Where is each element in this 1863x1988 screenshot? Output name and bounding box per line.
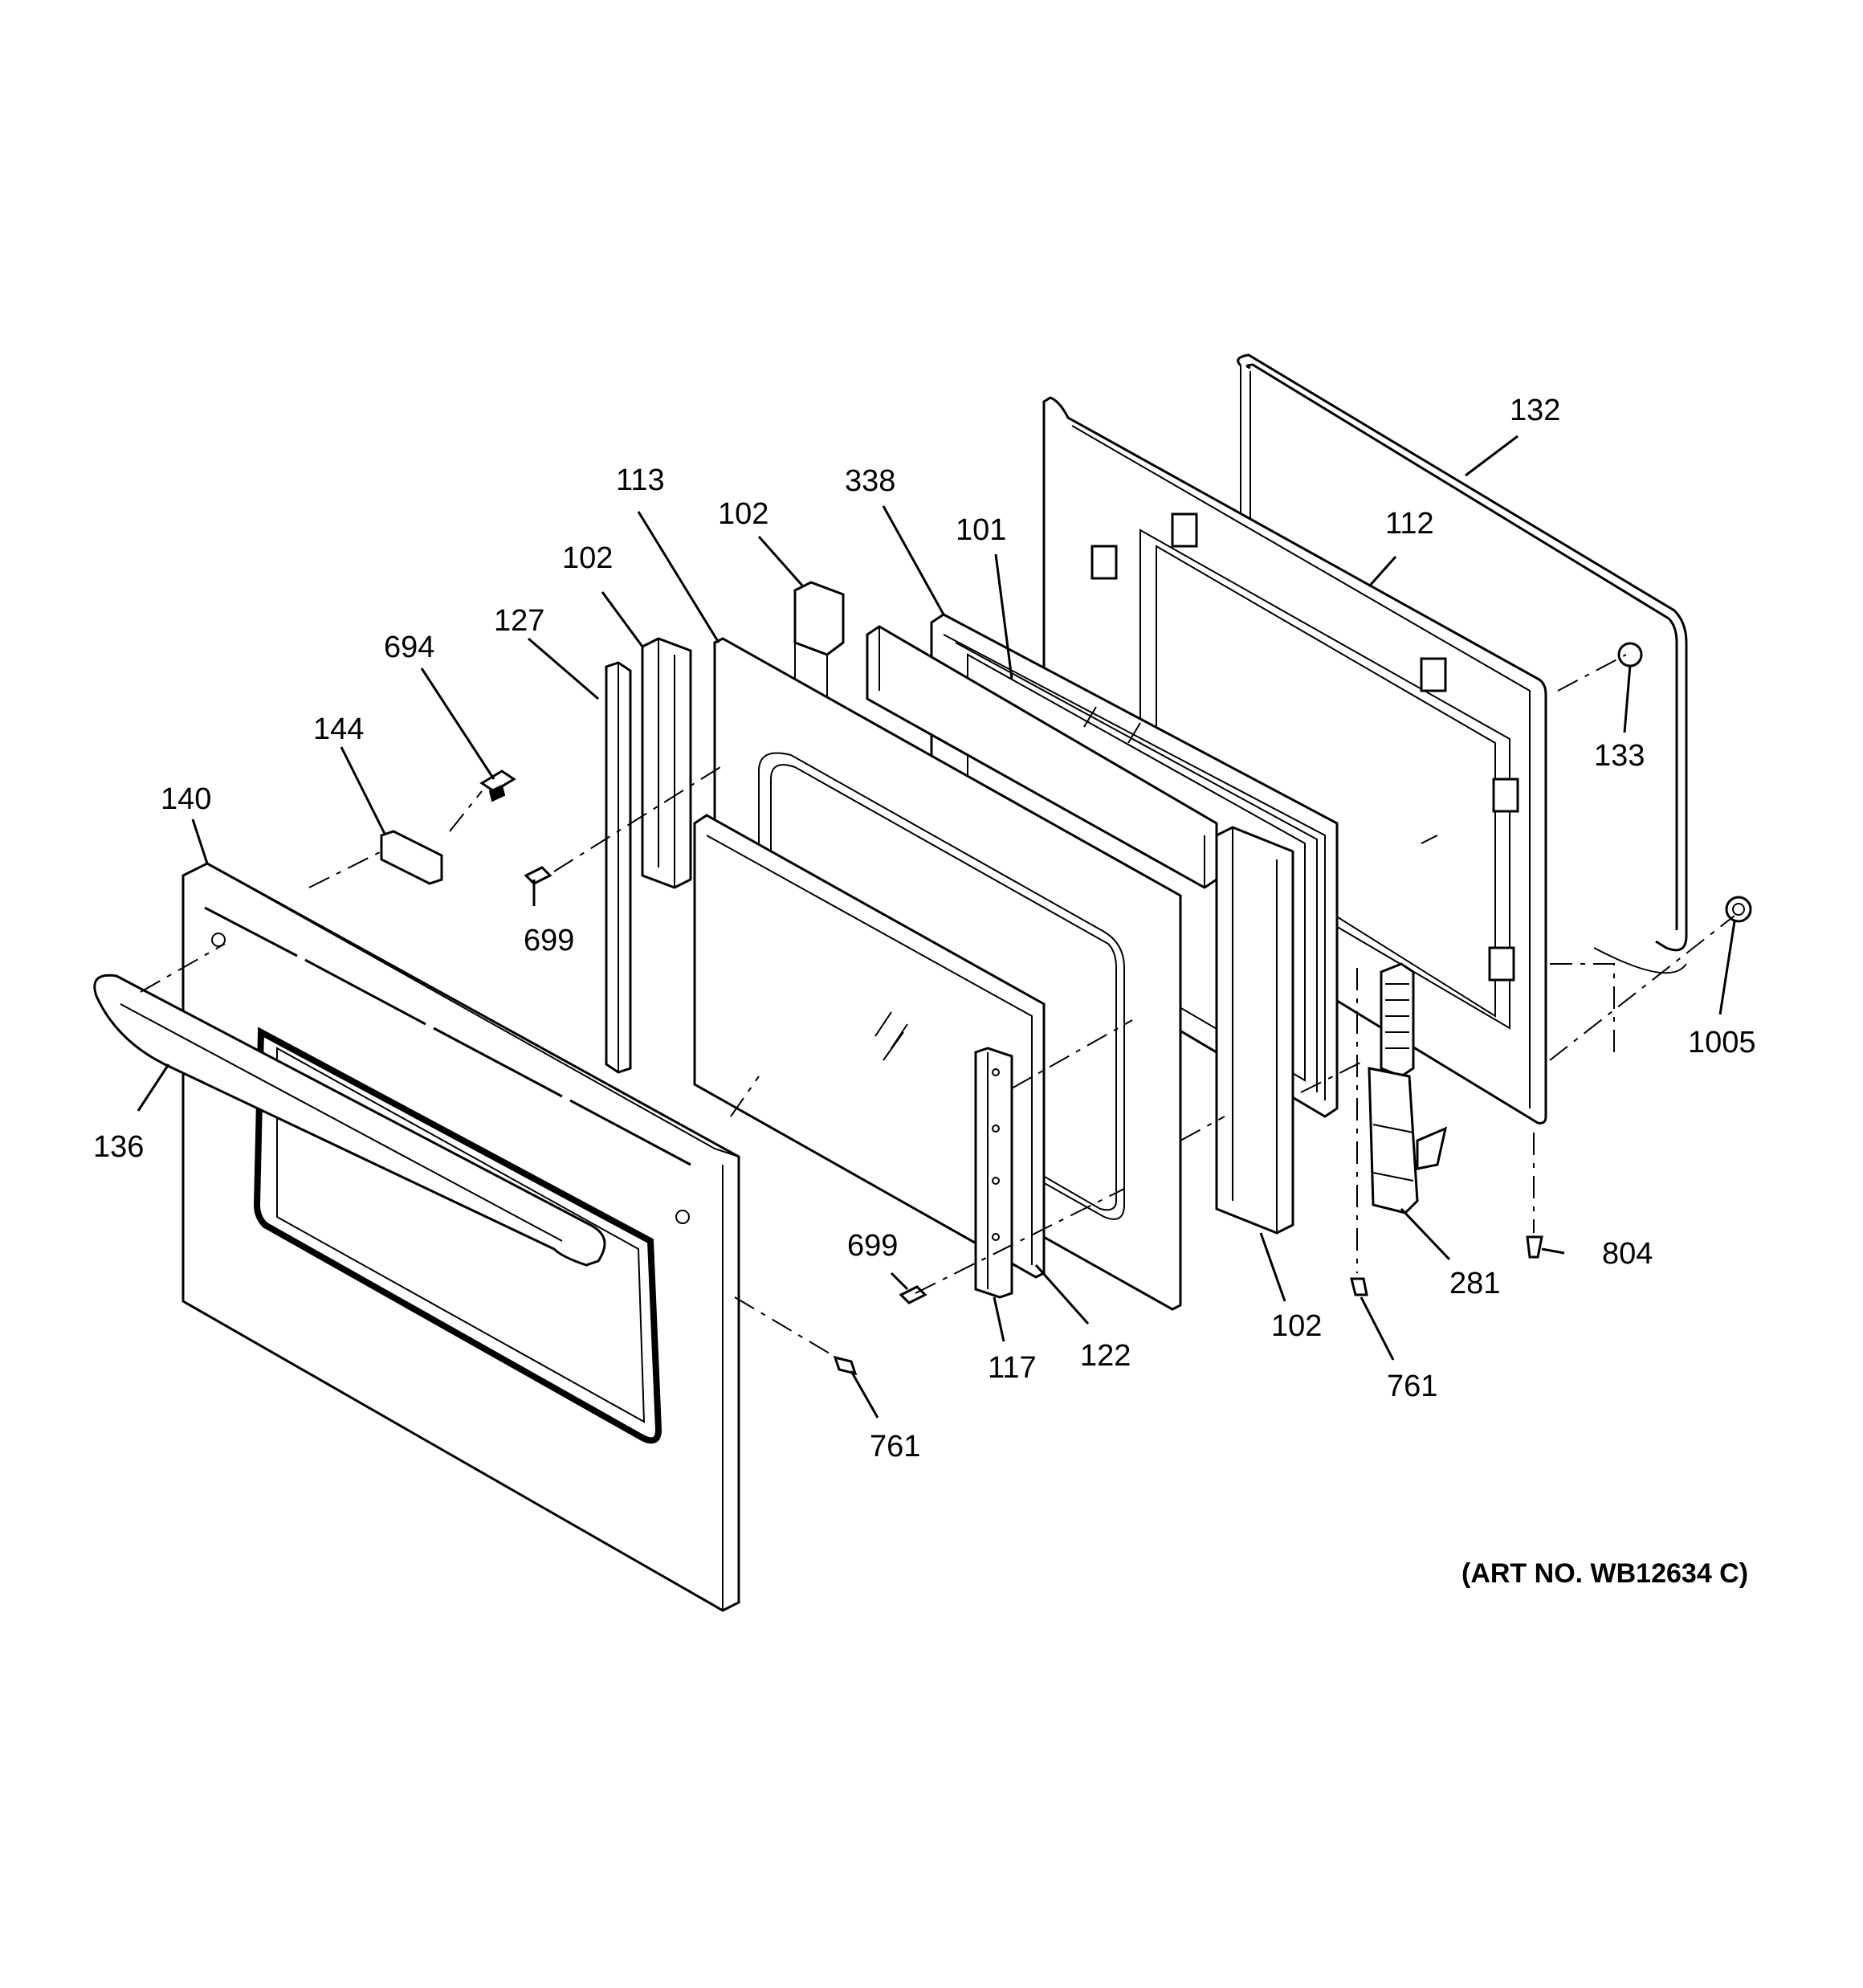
label-part-136: 136: [93, 1130, 144, 1164]
label-part-132: 132: [1510, 394, 1560, 427]
leader-lines: [137, 435, 1736, 1419]
label-part-140: 140: [161, 782, 211, 816]
label-part-122: 122: [1080, 1339, 1131, 1373]
screw-part-761-right: [1350, 1277, 1368, 1296]
screw-part-699-upper: [524, 866, 552, 885]
screw-part-694: [479, 769, 516, 802]
label-part-699-upper: 699: [524, 924, 574, 957]
outer-door-panel-part-140: [181, 862, 740, 1612]
label-part-112: 112: [1385, 507, 1434, 541]
insulation-strip-part-102-left: [641, 637, 692, 889]
label-part-804: 804: [1602, 1237, 1653, 1271]
label-part-101: 101: [956, 513, 1006, 547]
label-part-102-center: 102: [718, 497, 768, 531]
inner-door-liner-part-112: [1042, 396, 1547, 1125]
screw-part-699-lower: [899, 1285, 927, 1304]
bumper-part-133: [1617, 642, 1643, 667]
part-labels: 132 113 338 102 101 112 102 127 694 144 …: [93, 394, 1756, 1463]
bracket-part-144: [380, 830, 443, 885]
screw-part-804: [1526, 1235, 1543, 1259]
hinge-strip-part-117: [974, 1047, 1013, 1299]
label-part-338: 338: [845, 464, 895, 498]
label-part-761-right: 761: [1387, 1370, 1437, 1403]
label-part-113: 113: [616, 463, 665, 497]
label-part-117: 117: [988, 1351, 1037, 1385]
door-handle-part-136: [93, 974, 606, 1267]
label-part-102-left: 102: [562, 541, 613, 575]
insulation-block-part-102-right: [1215, 826, 1294, 1235]
hinge-part-281: [1368, 962, 1448, 1214]
label-part-102-right: 102: [1271, 1309, 1322, 1343]
outer-glass-part-122: [693, 814, 1046, 1279]
label-part-761-left: 761: [870, 1430, 920, 1463]
art-number-caption: (ART NO. WB12634 C): [1461, 1558, 1748, 1589]
screw-part-761-left: [833, 1355, 858, 1376]
screw-part-1005: [1725, 896, 1752, 923]
side-trim-part-127: [605, 661, 632, 1074]
label-part-699-lower: 699: [847, 1229, 898, 1263]
label-part-281: 281: [1449, 1267, 1500, 1300]
label-part-694: 694: [384, 631, 434, 664]
label-part-133: 133: [1594, 739, 1645, 773]
label-part-144: 144: [313, 712, 364, 746]
label-part-127: 127: [494, 604, 544, 638]
label-part-1005: 1005: [1688, 1026, 1756, 1059]
assembly-lines: [140, 654, 1735, 1362]
